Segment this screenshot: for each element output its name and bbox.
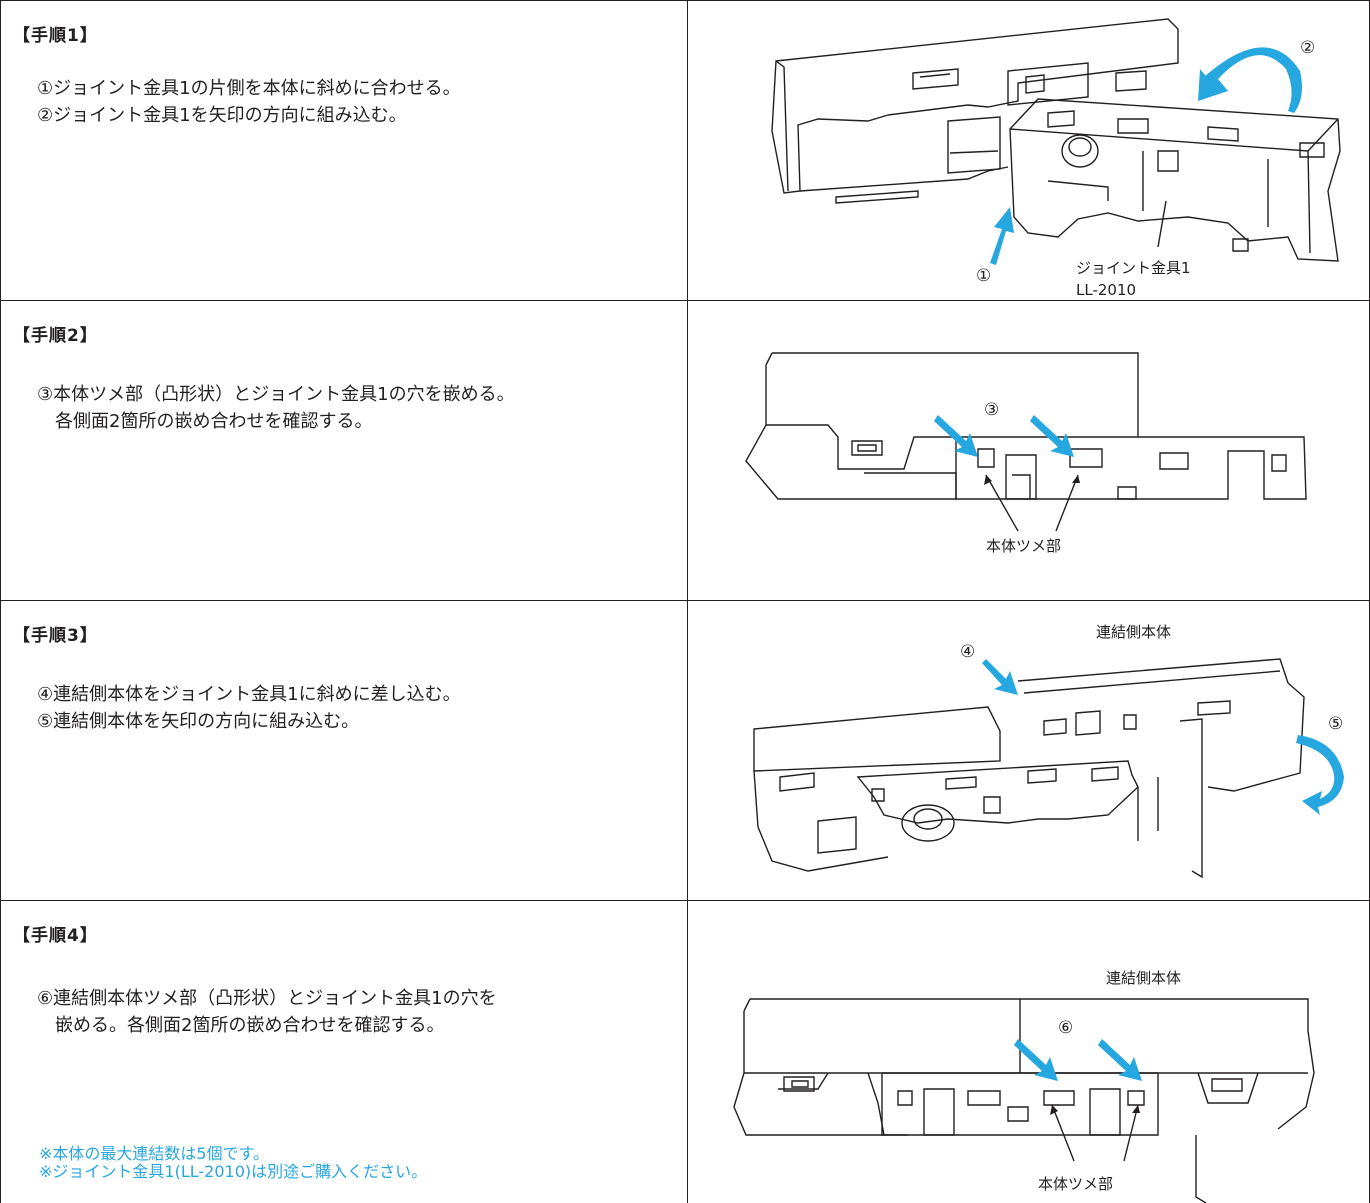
step-4-line-2: 嵌める。各側面2箇所の嵌め合わせを確認する。 (37, 1015, 445, 1036)
step-2-instructions: ③本体ツメ部（凸形状）とジョイント金具1の穴を嵌める。 各側面2箇所の嵌め合わせ… (37, 381, 515, 435)
step-2-illustration: ③ 本体ツメ部 (745, 352, 1307, 555)
step-3-text-cell: 【手順3】 ④連結側本体をジョイント金具1に斜めに差し込む。 ⑤連結側本体を矢印… (1, 601, 687, 901)
step-3-arrow-5 (1296, 735, 1344, 815)
step-1-marker-2: ② (1300, 38, 1315, 58)
step-4-heading: 【手順4】 (13, 926, 98, 946)
step-1-line-2: ②ジョイント金具1を矢印の方向に組み込む。 (37, 105, 407, 126)
step-1-heading: 【手順1】 (13, 26, 98, 46)
body-claw-label: 本体ツメ部 (986, 537, 1061, 555)
purchase-separately-note: ※ジョイント金具1(LL-2010)は別途ご購入ください。 (39, 1162, 428, 1181)
max-connection-note: ※本体の最大連結数は5個です。 (39, 1144, 269, 1163)
step-3-marker-4: ④ (960, 642, 975, 662)
step-3-arrow-4 (982, 659, 1018, 695)
step-4-marker-6: ⑥ (1058, 1018, 1073, 1038)
step-2-figure-cell: ③ 本体ツメ部 (687, 301, 1370, 601)
step-4-instructions: ⑥連結側本体ツメ部（凸形状）とジョイント金具1の穴を 嵌める。各側面2箇所の嵌め… (37, 985, 497, 1039)
body-claw-label-step4: 本体ツメ部 (1038, 1175, 1113, 1193)
step-1-marker-1: ① (976, 266, 991, 286)
step-1-arrow-2 (1198, 47, 1302, 113)
step-4-illustration: 連結側本体 ⑥ 本体ツメ部 (733, 969, 1315, 1203)
step-4-text-cell: 【手順4】 ⑥連結側本体ツメ部（凸形状）とジョイント金具1の穴を 嵌める。各側面… (1, 901, 687, 1203)
step-3-line-2: ⑤連結側本体を矢印の方向に組み込む。 (37, 711, 360, 732)
step-2-marker-3: ③ (984, 400, 999, 420)
connecting-body-label-step4: 連結側本体 (1106, 969, 1181, 987)
step-2-arrows-3 (934, 415, 1074, 457)
step-row-1: 【手順1】 ①ジョイント金具1の片側を本体に斜めに合わせる。 ②ジョイント金具1… (0, 0, 1370, 301)
step-4-notes: ※本体の最大連結数は5個です。 ※ジョイント金具1(LL-2010)は別途ご購入… (39, 1145, 427, 1181)
step-4-line-1: ⑥連結側本体ツメ部（凸形状）とジョイント金具1の穴を (37, 988, 497, 1009)
step-2-line-2: 各側面2箇所の嵌め合わせを確認する。 (37, 411, 373, 432)
step-1-illustration: ② ① ジョイント金具1 LL-2010 (771, 18, 1341, 299)
step-1-text-cell: 【手順1】 ①ジョイント金具1の片側を本体に斜めに合わせる。 ②ジョイント金具1… (1, 1, 687, 301)
step-3-figure-cell: 連結側本体 ④ ⑤ (687, 601, 1370, 901)
step-1-arrow-1 (990, 207, 1014, 265)
step-3-instructions: ④連結側本体をジョイント金具1に斜めに差し込む。 ⑤連結側本体を矢印の方向に組み… (37, 681, 461, 735)
connecting-body-label-step3: 連結側本体 (1096, 623, 1171, 641)
joint-bracket-model-label: LL-2010 (1076, 281, 1136, 299)
step-2-heading: 【手順2】 (13, 326, 98, 346)
step-row-2: 【手順2】 ③本体ツメ部（凸形状）とジョイント金具1の穴を嵌める。 各側面2箇所… (0, 300, 1370, 601)
step-row-4: 【手順4】 ⑥連結側本体ツメ部（凸形状）とジョイント金具1の穴を 嵌める。各側面… (0, 900, 1370, 1203)
step-3-marker-5: ⑤ (1328, 714, 1343, 734)
step-1-instructions: ①ジョイント金具1の片側を本体に斜めに合わせる。 ②ジョイント金具1を矢印の方向… (37, 75, 461, 129)
step-4-arrows-6 (1014, 1039, 1142, 1081)
joint-bracket-label: ジョイント金具1 (1076, 259, 1191, 277)
step-3-illustration: 連結側本体 ④ ⑤ (753, 623, 1344, 879)
step-row-3: 【手順3】 ④連結側本体をジョイント金具1に斜めに差し込む。 ⑤連結側本体を矢印… (0, 600, 1370, 901)
step-1-line-1: ①ジョイント金具1の片側を本体に斜めに合わせる。 (37, 78, 461, 99)
step-2-text-cell: 【手順2】 ③本体ツメ部（凸形状）とジョイント金具1の穴を嵌める。 各側面2箇所… (1, 301, 687, 601)
step-1-figure-cell: ② ① ジョイント金具1 LL-2010 (687, 1, 1370, 301)
step-2-line-1: ③本体ツメ部（凸形状）とジョイント金具1の穴を嵌める。 (37, 384, 515, 405)
step-4-figure-cell: 連結側本体 ⑥ 本体ツメ部 (687, 901, 1370, 1203)
step-3-heading: 【手順3】 (13, 626, 98, 646)
step-3-line-1: ④連結側本体をジョイント金具1に斜めに差し込む。 (37, 684, 461, 705)
